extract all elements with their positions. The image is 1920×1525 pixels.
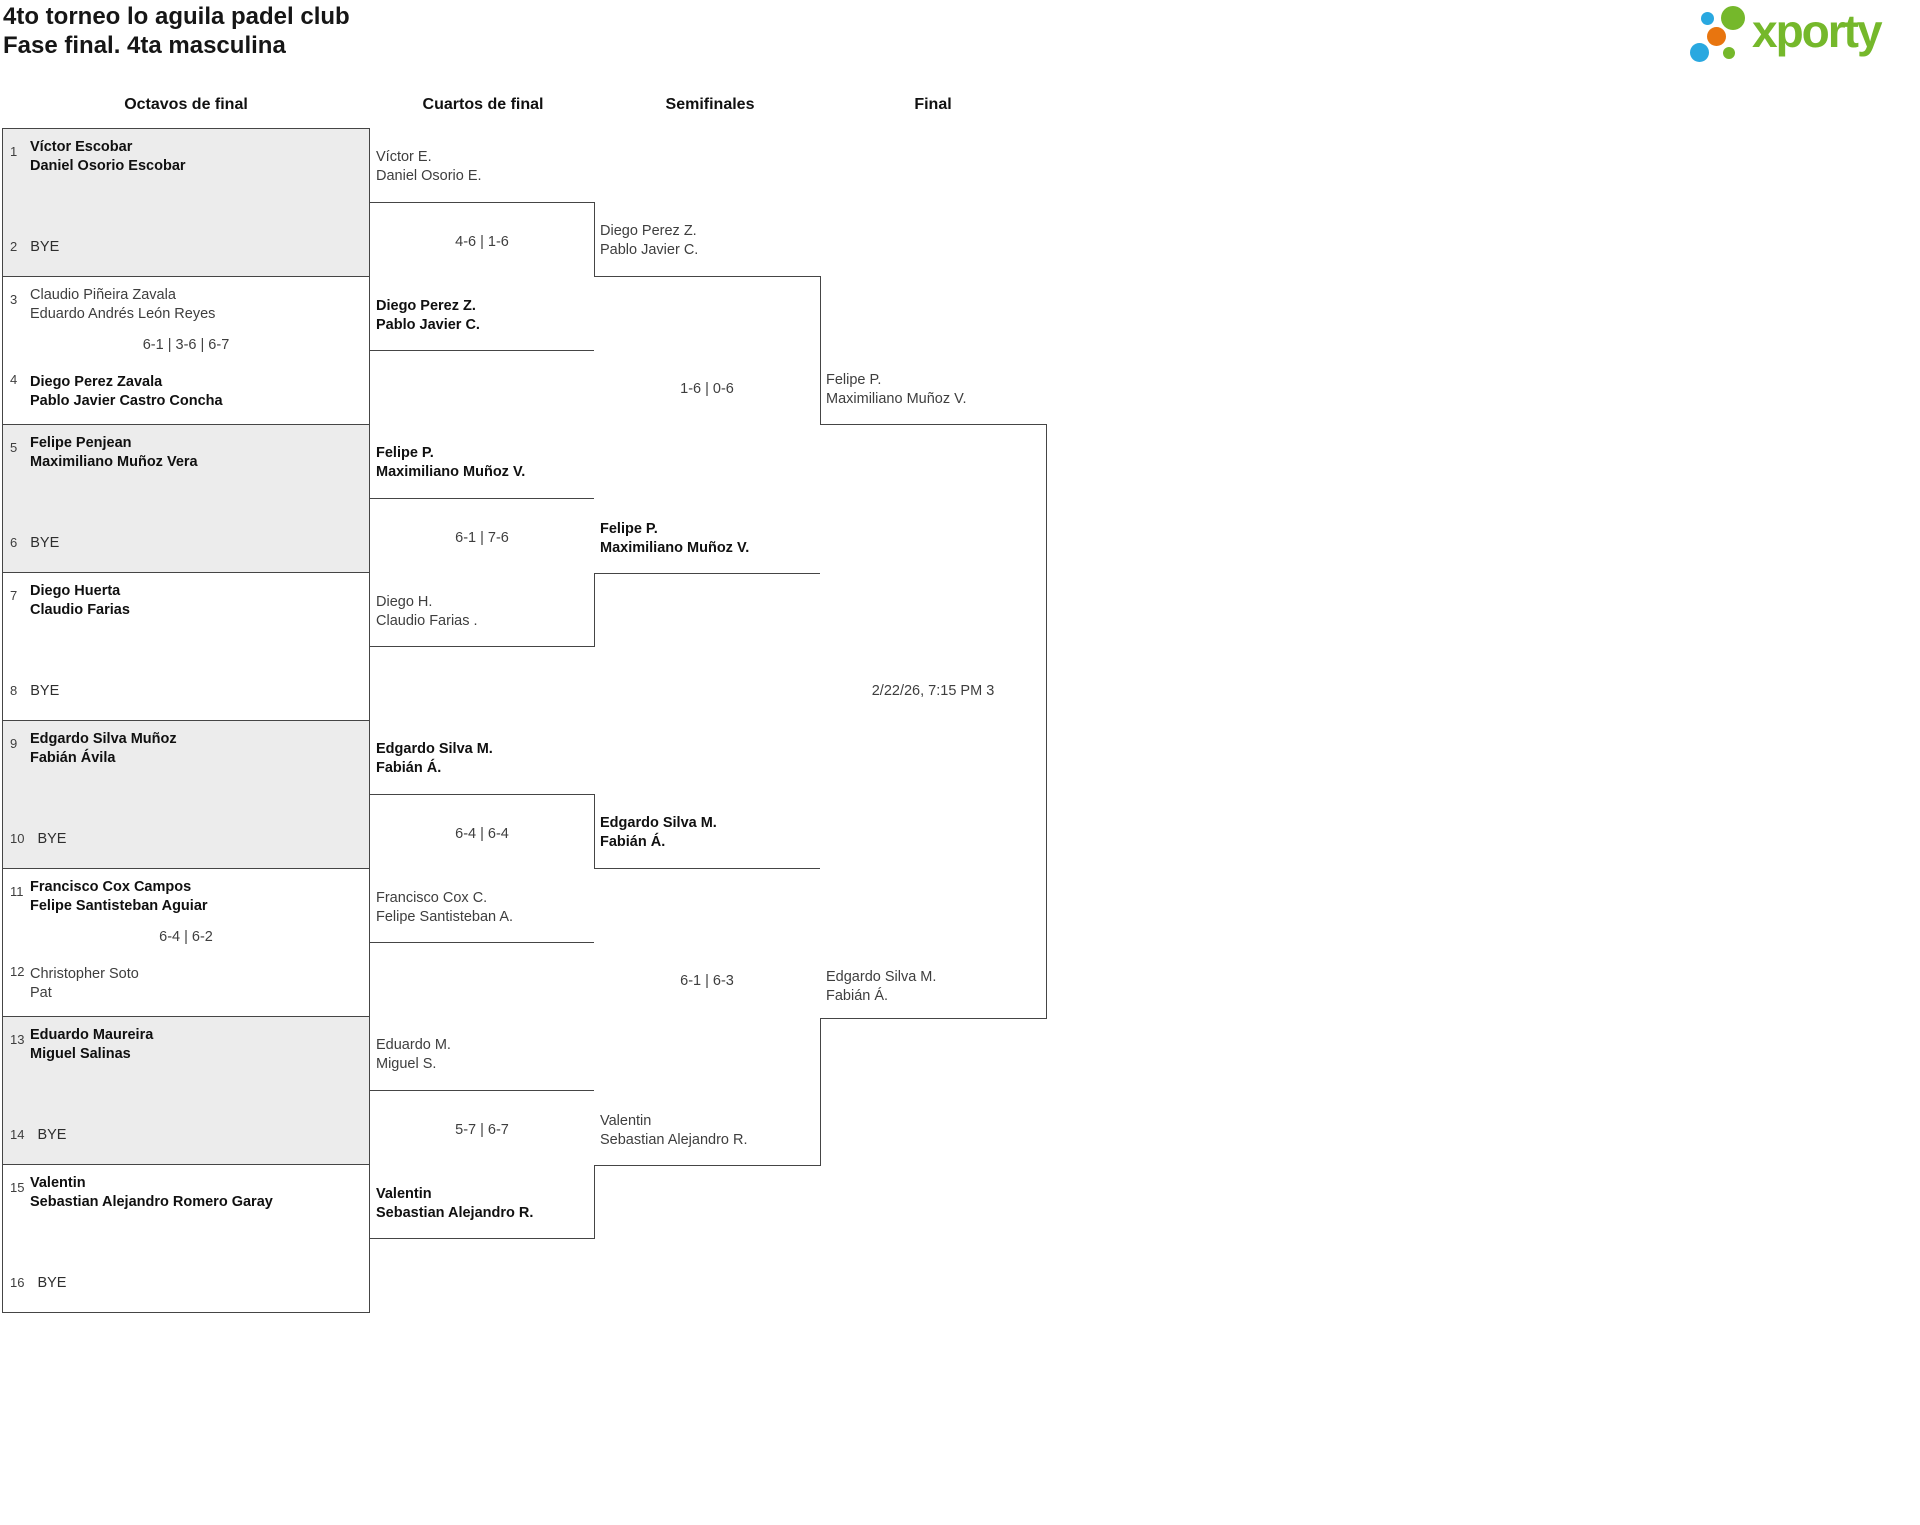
team-label: Francisco Cox C.Felipe Santisteban A. (376, 890, 514, 925)
match-score: 6-1 | 6-3 (680, 973, 734, 989)
bye-label: BYE (30, 535, 60, 551)
match-score: 5-7 | 6-7 (455, 1122, 509, 1138)
bye-slot: 6 BYE (10, 535, 59, 551)
seed-number: 9 (10, 736, 18, 751)
phase-category: Fase final. 4ta masculina (3, 32, 286, 59)
match-box-qf-1[interactable]: 4-6 | 1-6 (370, 202, 595, 351)
match-box-qf-4[interactable]: 5-7 | 6-7 (370, 1090, 595, 1239)
xporty-logo[interactable]: xporty (1678, 2, 1883, 68)
bye-label: BYE (30, 239, 60, 255)
tournament-name: 4to torneo lo aguila padel club (3, 3, 350, 30)
match-score: 1-6 | 0-6 (680, 381, 734, 397)
match-score: 6-1 | 3-6 | 6-7 (142, 337, 230, 353)
bye-label: BYE (37, 1127, 67, 1143)
team-label: Felipe P.Maximiliano Muñoz V. (600, 521, 750, 556)
logo-wordmark: xporty (1752, 5, 1883, 57)
team-label: Eduardo M.Miguel S. (376, 1037, 451, 1072)
seed-number: 10 (10, 831, 25, 846)
match-box-sf-2[interactable]: 6-1 | 6-3 (594, 868, 821, 1166)
match-score: 6-4 | 6-2 (159, 929, 213, 945)
seed-number: 5 (10, 440, 18, 455)
bye-slot: 10 BYE (10, 831, 66, 847)
round-header-final: Final (914, 96, 952, 113)
seed-number: 2 (10, 239, 18, 254)
team-label: Diego Perez Z.Pablo Javier C. (376, 298, 480, 333)
match-score: 6-4 | 6-4 (455, 826, 509, 842)
logo-dot-blue-icon (1690, 43, 1709, 62)
round-header-semifinales: Semifinales (665, 96, 755, 113)
team-label: Diego H.Claudio Farias . (376, 594, 478, 629)
bye-label: BYE (30, 683, 60, 699)
logo-dot-orange-icon (1707, 27, 1726, 46)
match-box-qf-3[interactable]: 6-4 | 6-4 (370, 794, 595, 943)
seed-number: 6 (10, 535, 18, 550)
bye-slot: 16 BYE (10, 1275, 66, 1291)
team-label: Edgardo Silva M.Fabián Á. (376, 741, 493, 776)
bye-slot: 8 BYE (10, 683, 59, 699)
seed-number: 4 (10, 372, 18, 387)
bye-slot: 14 BYE (10, 1127, 66, 1143)
match-score: 4-6 | 1-6 (455, 234, 509, 250)
team-label: Edgardo Silva M.Fabián Á. (826, 969, 937, 1004)
bye-label: BYE (37, 1275, 67, 1291)
round-header-octavos: Octavos de final (124, 96, 248, 113)
seed-number: 14 (10, 1127, 25, 1142)
page-title: 4to torneo lo aguila padel club Fase fin… (3, 2, 350, 60)
match-box-final[interactable]: 2/22/26, 7:15 PM 3 (820, 424, 1047, 1019)
team-label: Felipe P.Maximiliano Muñoz V. (376, 445, 526, 480)
match-score: 6-1 | 7-6 (455, 530, 509, 546)
logo-dot-blue-small-icon (1701, 12, 1714, 25)
seed-number: 11 (10, 884, 24, 899)
logo-dot-green-large-icon (1721, 6, 1745, 30)
seed-number: 15 (10, 1180, 25, 1195)
team-label: Edgardo Silva M.Fabián Á. (600, 815, 717, 850)
seed-number: 7 (10, 588, 18, 603)
logo-dot-green-small-icon (1723, 47, 1735, 59)
bye-slot: 2 BYE (10, 239, 59, 255)
team-label: Víctor E.Daniel Osorio E. (376, 149, 482, 184)
seed-number: 3 (10, 292, 18, 307)
match-box-sf-1[interactable]: 1-6 | 0-6 (594, 276, 821, 574)
match-schedule: 2/22/26, 7:15 PM 3 (871, 683, 995, 699)
seed-number: 12 (10, 964, 25, 979)
seed-number: 16 (10, 1275, 25, 1290)
round-header-cuartos: Cuartos de final (422, 96, 544, 113)
bye-label: BYE (37, 831, 67, 847)
seed-number: 13 (10, 1032, 25, 1047)
seed-number: 1 (10, 144, 18, 159)
seed-number: 8 (10, 683, 18, 698)
team-label: Diego Perez Z.Pablo Javier C. (600, 223, 699, 258)
team-label: Felipe P.Maximiliano Muñoz V. (826, 372, 967, 407)
